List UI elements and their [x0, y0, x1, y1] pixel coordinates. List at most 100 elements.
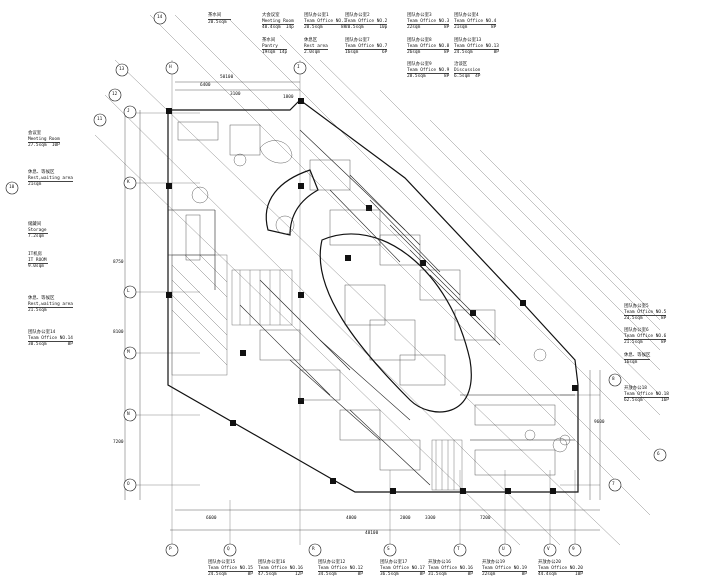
label-cn: 团队办公室5: [624, 304, 649, 309]
label-area: 7.2sqm: [28, 234, 44, 240]
label-area: 27.5sqm: [28, 143, 47, 149]
label-cn: 团队办公室7: [345, 38, 370, 43]
grid-mark: 8: [612, 377, 615, 382]
label-cap: 8P: [357, 572, 363, 578]
dimension-text: 3100: [230, 92, 241, 97]
label-area: 21sqm: [454, 25, 468, 31]
label-cn: 大会议室: [262, 13, 280, 18]
label-area: 21.5sqm: [28, 308, 47, 314]
room-label-it-room: IT机房 IT ROOM 9.0sqm: [28, 252, 48, 270]
label-area: 36.5sqm: [380, 572, 399, 578]
grid-bubbles: [5, 11, 667, 557]
grid-mark: 7: [612, 482, 615, 487]
label-en: Team Office NO.16: [428, 565, 473, 571]
label-cap: 14p: [279, 50, 288, 56]
partition-walls: [168, 129, 575, 486]
label-cap: 16P: [661, 398, 669, 404]
label-cn: 茶水间: [208, 13, 222, 18]
label-cap: 8P: [444, 25, 450, 31]
grid-mark: 13: [119, 67, 125, 72]
grid-mark: T: [457, 547, 460, 552]
label-cap: 8P: [661, 340, 667, 346]
grid-mark: O: [127, 482, 130, 487]
label-area: 21sqm: [28, 182, 42, 188]
label-area: 40.4sqm: [262, 25, 281, 31]
dimension-text: 4800: [346, 516, 357, 521]
label-en: Rest area: [304, 43, 328, 49]
label-cn: 茶水间: [262, 38, 276, 43]
label-area: 22sqm: [482, 572, 496, 578]
label-cn: 团队办公室2: [345, 13, 370, 18]
label-cn: 团队办公室16: [258, 560, 286, 565]
label-area: 20.5sqm: [304, 25, 323, 31]
label-cn: 会议室: [28, 131, 42, 136]
dimension-text: 3300: [425, 516, 436, 521]
dimension-text: 6400: [200, 83, 211, 88]
label-cn: 团队办公室12: [318, 560, 346, 565]
label-cap: 10P: [575, 572, 583, 578]
grid-mark: Q: [227, 547, 230, 552]
grid-mark: N: [127, 412, 130, 417]
dimension-text: 7200: [113, 440, 124, 445]
label-cn: 开放办公19: [482, 560, 505, 565]
label-cn: 团队办公室8: [407, 38, 432, 43]
label-cap: 8P: [67, 342, 73, 348]
label-row: 7.2sqm: [28, 233, 48, 240]
label-area: 20.5sqm: [208, 19, 227, 25]
label-cn: IT机房: [28, 252, 43, 257]
label-area: 19sqm: [262, 50, 276, 56]
label-cn: 洽谈区: [454, 62, 468, 67]
dimension-text: 7200: [480, 516, 491, 521]
dimension-text: 1800: [283, 95, 294, 100]
label-row: 21.5sqm 8P: [624, 339, 667, 346]
label-area: 6.5sqm: [454, 74, 470, 80]
label-en: Team Office NO.18: [624, 391, 669, 397]
grid-mark: 10: [9, 185, 15, 190]
label-area: 22sqm: [407, 25, 421, 31]
label-cn: 团队办公室14: [28, 330, 56, 335]
hatched-core: [171, 254, 463, 491]
label-cap: 8P: [419, 572, 425, 578]
grid-mark: L: [127, 289, 130, 294]
label-en: Team Office NO.12: [318, 565, 363, 571]
label-en: Team Office NO.2: [345, 18, 388, 24]
label-area: 21.5sqm: [624, 340, 643, 346]
grid-mark: 6: [657, 452, 660, 457]
building-outline: [167, 99, 579, 493]
room-label-rest-waiting-1: 休息、等候区 Rest,waiting area 21sqm: [28, 170, 73, 188]
label-en: Team Office NO.16: [258, 565, 303, 571]
label-area: 47.5sqm: [258, 572, 277, 578]
label-cn: 休息、等候区: [624, 353, 651, 358]
dimension-text: 8750: [113, 260, 124, 265]
grid-mark: J: [127, 109, 130, 114]
label-en: Team Office NO.6: [624, 333, 667, 339]
label-cap: 8P: [467, 572, 473, 578]
label-cap: 8P: [341, 25, 347, 31]
label-cn: 团队办公室4: [454, 13, 479, 18]
label-en: Meeting Room: [28, 136, 60, 142]
label-row: 22sqm 8P: [407, 24, 450, 31]
label-area: 23.5sqm: [624, 316, 643, 322]
label-cn: 休息、等候区: [28, 296, 55, 301]
label-cap: 10p: [379, 25, 388, 31]
grid-lines: [94, 14, 661, 546]
